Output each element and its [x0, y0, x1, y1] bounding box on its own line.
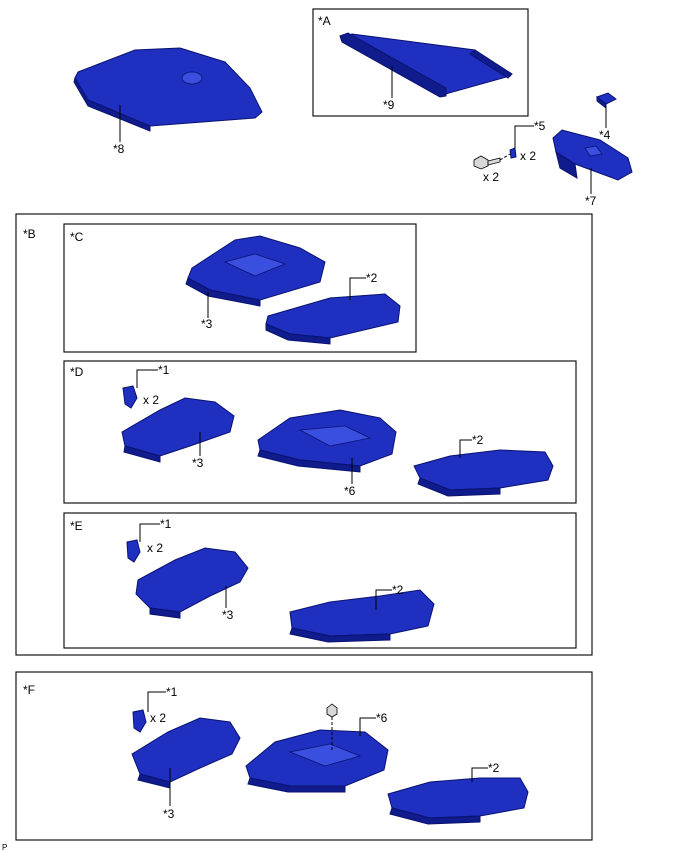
clip-part-1-d [122, 385, 138, 409]
part-label-8: *8 [113, 142, 125, 156]
trim-panel-part-7 [552, 129, 633, 181]
part-label-1-f: *1 [166, 685, 178, 699]
part-label-2-c: *2 [366, 271, 378, 285]
leader-5 [514, 125, 534, 148]
part-label-4: *4 [599, 128, 611, 142]
footer-code: P [2, 843, 7, 852]
part-label-3-f: *3 [163, 807, 175, 821]
tonneau-cover-part-9 [339, 32, 513, 98]
support-part-6-f [245, 729, 389, 793]
box-label-f: *F [23, 683, 35, 697]
part-label-9: *9 [383, 98, 395, 112]
bracket-part-4 [595, 92, 617, 110]
support-part-3-f [131, 717, 241, 789]
box-label-a: *A [318, 14, 331, 28]
qty-label-1-f: x 2 [150, 711, 166, 725]
leader-1-e [139, 523, 160, 542]
part-label-3-d: *3 [192, 456, 204, 470]
clip-part-1-f [132, 709, 147, 733]
qty-label-1-d: x 2 [143, 393, 159, 407]
part-label-7: *7 [585, 194, 597, 208]
leader-2-d [459, 439, 472, 458]
support-part-3-d [121, 397, 235, 463]
part-label-2-d: *2 [472, 433, 484, 447]
qty-label-1-e: x 2 [147, 541, 163, 555]
part-label-1-e: *1 [160, 517, 172, 531]
support-part-3-c [185, 235, 326, 307]
support-part-2-c [265, 293, 401, 345]
leader-6-f [359, 717, 376, 736]
leader-1-f [147, 691, 166, 712]
support-part-2-e [289, 589, 435, 643]
bolt [473, 155, 501, 170]
qty-label-5: x 2 [520, 149, 536, 163]
support-part-2-f [387, 777, 529, 825]
part-label-2-e: *2 [392, 583, 404, 597]
leader-2-c [349, 277, 366, 300]
part-label-2-f: *2 [488, 761, 500, 775]
box-label-b: *B [23, 227, 36, 241]
leader-2-f [471, 767, 488, 782]
bolt-f [326, 703, 338, 718]
part-label-1-d: *1 [158, 363, 170, 377]
part-label-6-f: *6 [376, 711, 388, 725]
deck-board-part-8 [73, 47, 263, 132]
part-label-6-d: *6 [344, 484, 356, 498]
bolt-dash [499, 153, 511, 161]
part-label-5: *5 [534, 119, 546, 133]
clip-part-1-e [126, 539, 141, 563]
box-label-e: *E [70, 519, 83, 533]
support-part-6-d [257, 409, 397, 473]
clip-part-5 [509, 147, 517, 159]
part-label-3-e: *3 [222, 608, 234, 622]
part-label-3-c: *3 [201, 317, 213, 331]
leader-2-e [375, 589, 392, 610]
support-part-2-d [413, 449, 554, 497]
support-part-3-e [135, 547, 249, 619]
box-label-c: *C [70, 230, 84, 244]
qty-label-bolt: x 2 [483, 170, 499, 184]
box-label-d: *D [70, 365, 84, 379]
leader-1-d [136, 369, 158, 388]
